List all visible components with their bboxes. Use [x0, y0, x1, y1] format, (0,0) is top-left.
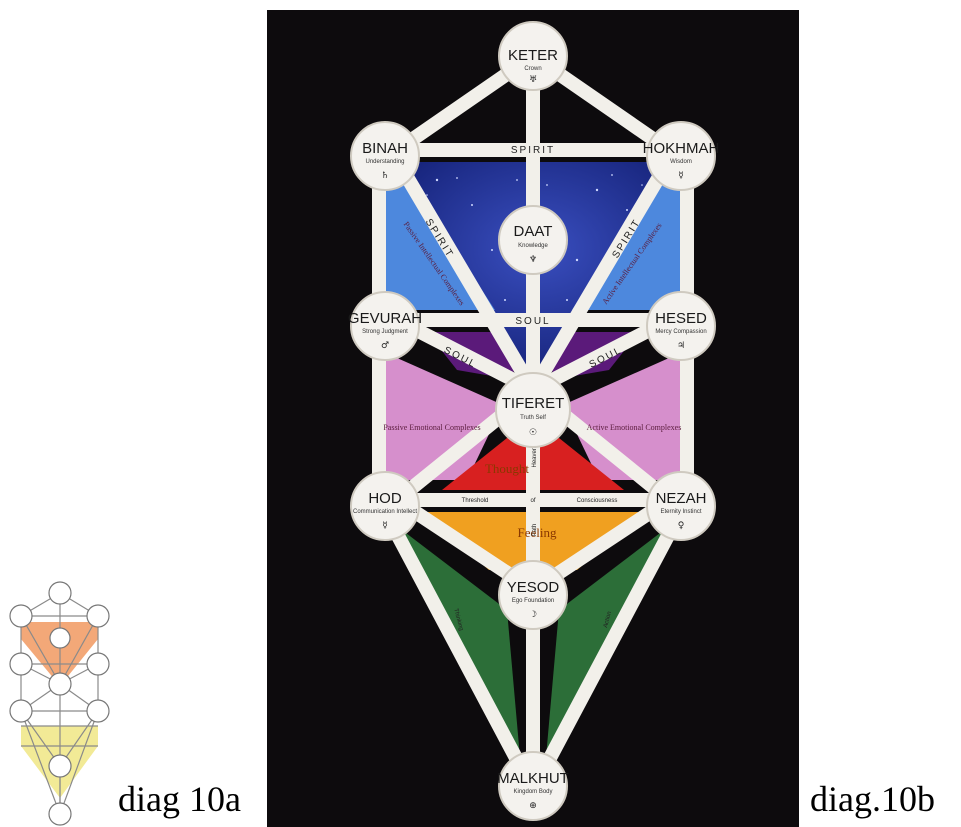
- yesod-name: YESOD: [507, 579, 560, 596]
- keter-symbol: ♅: [529, 75, 537, 85]
- sefira-binah: BINAH Understanding ♄: [351, 122, 419, 190]
- gevurah-symbol: ♂: [381, 341, 389, 351]
- nezah-name: NEZAH: [656, 490, 707, 507]
- sefira-tiferet: TIFERET Truth Self ☉: [496, 373, 570, 447]
- small-node-nezah: [87, 700, 109, 722]
- binah-name: BINAH: [362, 140, 408, 157]
- hokhmah-symbol: ☿: [678, 171, 684, 181]
- small-node-hod: [10, 700, 32, 722]
- gevurah-sub: Strong Judgment: [362, 329, 408, 335]
- malkhut-name: MALKHUT: [497, 770, 569, 787]
- threshold-left-label: Threshold: [462, 498, 489, 504]
- small-node-tiferet: [49, 673, 71, 695]
- tiferet-name: TIFERET: [502, 395, 565, 412]
- sefira-yesod: YESOD Ego Foundation ☽: [499, 561, 567, 629]
- sefira-hesed: HESED Mercy Compassion ♃: [647, 292, 715, 360]
- daat-name: DAAT: [514, 223, 553, 240]
- hod-name: HOD: [368, 490, 402, 507]
- tiferet-sub: Truth Self: [520, 415, 546, 421]
- sefira-daat: DAAT Knowledge ♆: [499, 206, 567, 274]
- hokhmah-name: HOKHMAH: [643, 140, 720, 157]
- tree-of-life-painting: SPIRIT SOUL SPIRIT SPIRIT SOUL SOUL Thre…: [267, 10, 799, 827]
- keter-sub: Crown: [524, 66, 541, 72]
- small-node-daat: [50, 628, 70, 648]
- sefira-nezah: NEZAH Eternity Instinct ♀: [647, 472, 715, 540]
- caption-diag-10b: diag.10b: [810, 781, 935, 817]
- sefira-malkhut: MALKHUT Kingdom Body ⊕: [497, 752, 569, 820]
- keter-name: KETER: [508, 47, 558, 64]
- hesed-symbol: ♃: [677, 341, 685, 351]
- hokhmah-sub: Wisdom: [670, 159, 692, 165]
- region-right-emotion: Active Emotional Complexes: [587, 423, 682, 432]
- small-node-binah: [10, 605, 32, 627]
- hod-symbol: ☿: [382, 521, 388, 531]
- region-left-emotion: Passive Emotional Complexes: [383, 423, 480, 432]
- sefira-keter: KETER Crown ♅: [499, 22, 567, 90]
- binah-sub: Understanding: [365, 159, 404, 165]
- gevurah-name: GEVURAH: [348, 310, 422, 327]
- nezah-sub: Eternity Instinct: [660, 509, 701, 515]
- small-tree-diagram: [0, 576, 116, 827]
- small-node-yesod: [49, 755, 71, 777]
- yesod-sub: Ego Foundation: [512, 598, 554, 604]
- yesod-symbol: ☽: [529, 610, 537, 620]
- hesed-name: HESED: [655, 310, 707, 327]
- band-spirit-top: SPIRIT: [511, 145, 555, 156]
- malkhut-sub: Kingdom Body: [513, 789, 552, 795]
- small-node-malkhut: [49, 803, 71, 825]
- daat-symbol: ♆: [529, 255, 537, 265]
- small-node-gevurah: [10, 653, 32, 675]
- small-node-hokhmah: [87, 605, 109, 627]
- tiferet-symbol: ☉: [529, 428, 537, 438]
- nezah-symbol: ♀: [678, 521, 685, 531]
- binah-symbol: ♄: [381, 171, 389, 181]
- hesed-sub: Mercy Compassion: [655, 329, 706, 335]
- malkhut-symbol: ⊕: [529, 801, 537, 811]
- thought-label: Thought: [485, 461, 529, 476]
- hod-sub: Communication Intellect: [353, 509, 417, 515]
- sefira-hod: HOD Communication Intellect ☿: [351, 472, 419, 540]
- threshold-mid-label: of: [530, 498, 535, 504]
- threshold-right-label: Consciousness: [577, 498, 618, 504]
- small-node-keter: [49, 582, 71, 604]
- daat-sub: Knowledge: [518, 243, 548, 249]
- caption-diag-10a: diag 10a: [118, 781, 241, 817]
- band-soul-middle: SOUL: [515, 316, 550, 327]
- small-node-hesed: [87, 653, 109, 675]
- path-lower-label: Path: [532, 524, 538, 536]
